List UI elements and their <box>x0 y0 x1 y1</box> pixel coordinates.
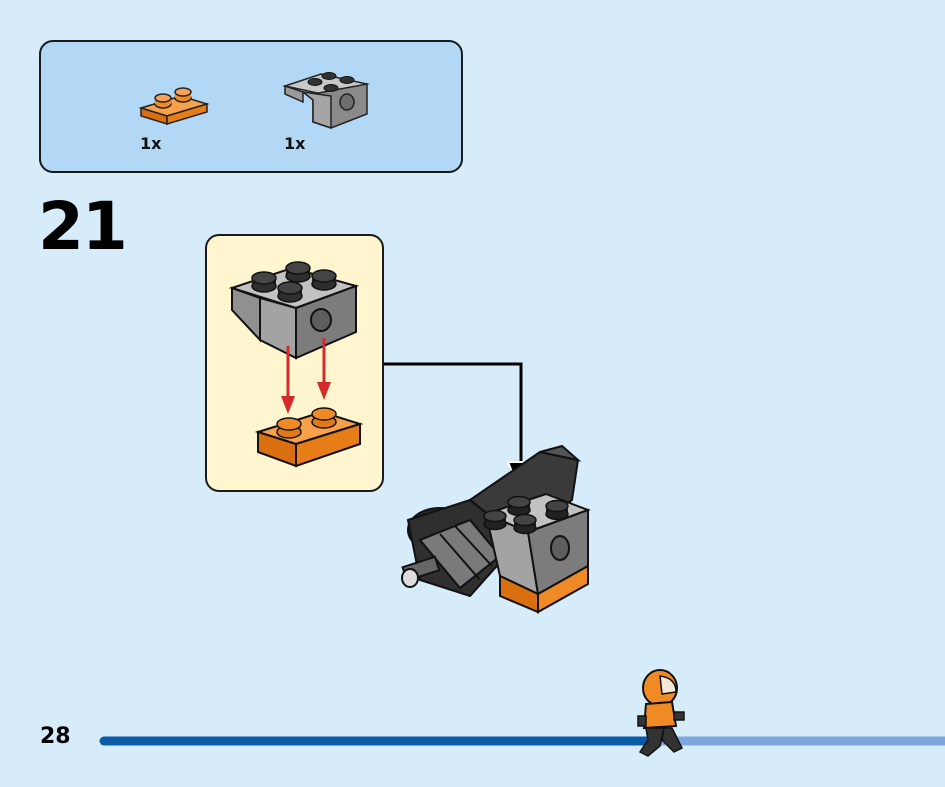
callout-gray-bracket-icon <box>228 261 360 360</box>
page-number: 28 <box>40 724 71 749</box>
callout-orange-plate-icon <box>254 407 364 468</box>
step-number: 21 <box>38 188 128 265</box>
minifigure-runner-icon <box>637 669 685 757</box>
main-model-assembly-icon <box>401 444 591 614</box>
parts-list-box: 1x 1x <box>39 40 463 173</box>
red-down-arrow-icon <box>281 338 331 414</box>
part-quantity-gray-bracket: 1x <box>284 134 306 153</box>
orange-plate-part-icon <box>138 72 370 130</box>
part-quantity-orange-plate: 1x <box>140 134 162 153</box>
